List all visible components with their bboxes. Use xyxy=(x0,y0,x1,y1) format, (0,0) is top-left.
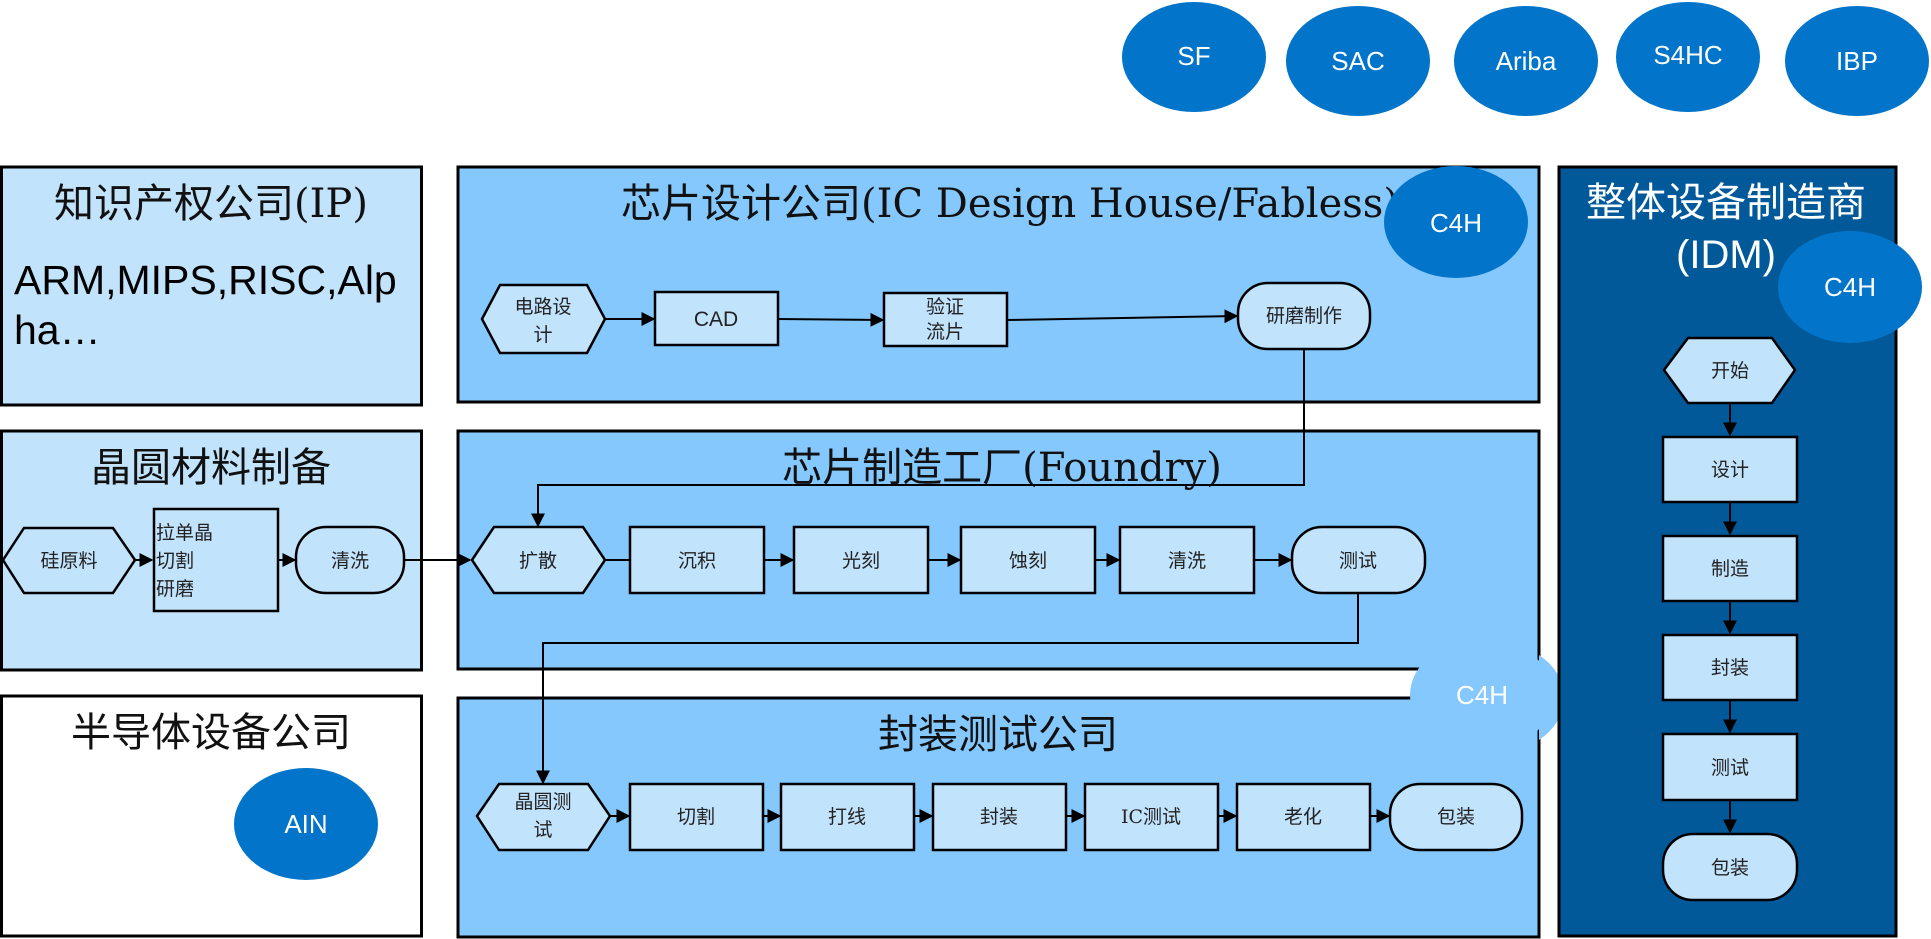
bubble-s4hc[interactable]: S4HC xyxy=(1616,2,1760,112)
idm-badge-label: C4H xyxy=(1824,272,1876,302)
wafer-step-crystal-label-3: 研磨 xyxy=(156,578,194,600)
wafer-step-silicon-raw-label: 硅原料 xyxy=(40,550,97,572)
bubble-ariba-label: Ariba xyxy=(1496,46,1557,76)
foundry-step-cleaning-label: 清洗 xyxy=(1168,550,1206,572)
packaging-step-packing-label: 包装 xyxy=(1437,806,1475,828)
design-step-circuit-design[interactable]: 电路设 计 xyxy=(480,283,607,355)
wafer-material-panel: 晶圆材料制备 硅原料 拉单晶 切割 研磨 清洗 xyxy=(0,429,423,672)
idm-step-packing-label: 包装 xyxy=(1711,857,1749,879)
wafer-step-cleaning-label: 清洗 xyxy=(331,550,369,572)
foundry-step-deposition[interactable]: 沉积 xyxy=(628,525,766,595)
ip-company-body-line1: ARM,MIPS,RISC,Alp xyxy=(14,257,397,303)
packaging-step-aging-label: 老化 xyxy=(1284,806,1322,828)
top-bubbles: SF SAC Ariba S4HC IBP xyxy=(1122,2,1929,116)
wafer-material-title: 晶圆材料制备 xyxy=(91,445,331,491)
semi-equipment-badge-label: AIN xyxy=(284,809,327,839)
design-house-badge-label: C4H xyxy=(1430,208,1482,238)
wafer-step-cleaning[interactable]: 清洗 xyxy=(294,525,406,595)
idm-panel: 整体设备制造商 (IDM) C4H 开始 设计 制造 封装 xyxy=(1557,165,1922,938)
semi-equipment-panel: 半导体设备公司 AIN xyxy=(0,694,423,938)
wafer-step-silicon-raw[interactable]: 硅原料 xyxy=(1,526,137,595)
idm-step-manufacturing-label: 制造 xyxy=(1711,558,1749,580)
foundry-packaging-badge-c4h[interactable]: C4H xyxy=(1410,639,1565,751)
design-house-badge-c4h[interactable]: C4H xyxy=(1384,166,1528,278)
bubble-sac[interactable]: SAC xyxy=(1286,6,1430,116)
idm-step-start-label: 开始 xyxy=(1711,360,1749,382)
wafer-step-crystal-label-2: 切割 xyxy=(156,550,194,572)
bubble-sf-label: SF xyxy=(1177,41,1210,71)
design-house-panel: 芯片设计公司(IC Design House/Fabless) 电路设 计 CA… xyxy=(456,165,1541,404)
packaging-step-encapsulation[interactable]: 封装 xyxy=(931,782,1068,852)
foundry-step-etching-label: 蚀刻 xyxy=(1009,550,1047,572)
foundry-step-cleaning[interactable]: 清洗 xyxy=(1118,525,1256,595)
packaging-step-wire-bonding-label: 打线 xyxy=(828,806,866,828)
foundry-step-deposition-label: 沉积 xyxy=(678,550,716,572)
connector xyxy=(1006,309,1239,324)
ip-company-panel: 知识产权公司(IP) ARM,MIPS,RISC,Alp ha… xyxy=(0,165,423,407)
design-step-cad[interactable]: CAD xyxy=(653,290,780,347)
bubble-ariba[interactable]: Ariba xyxy=(1454,6,1598,116)
design-step-circuit-design-label-1: 电路设 xyxy=(514,296,571,318)
design-step-verify-tapeout[interactable]: 验证 流片 xyxy=(882,291,1009,348)
foundry-step-diffusion-label: 扩散 xyxy=(519,550,557,572)
foundry-step-lithography-label: 光刻 xyxy=(842,550,880,572)
design-step-grinding[interactable]: 研磨制作 xyxy=(1236,281,1372,351)
idm-title-line2: (IDM) xyxy=(1676,233,1776,277)
idm-step-design[interactable]: 设计 xyxy=(1661,435,1799,504)
design-step-verify-label-1: 验证 xyxy=(926,296,964,318)
foundry-step-test[interactable]: 测试 xyxy=(1290,525,1427,595)
bubble-ibp[interactable]: IBP xyxy=(1785,6,1929,116)
idm-step-packaging[interactable]: 封装 xyxy=(1661,633,1799,702)
idm-step-start[interactable]: 开始 xyxy=(1662,336,1797,405)
idm-step-packing[interactable]: 包装 xyxy=(1661,832,1799,902)
design-step-verify-label-2: 流片 xyxy=(926,321,964,343)
design-step-grinding-label: 研磨制作 xyxy=(1266,305,1342,327)
packaging-step-ic-test-label: IC测试 xyxy=(1121,806,1181,828)
packaging-step-dicing[interactable]: 切割 xyxy=(628,782,765,852)
packaging-step-wafer-test-label-1: 晶圆测 xyxy=(514,791,571,813)
design-step-circuit-design-label-2: 计 xyxy=(533,324,552,346)
bubble-ibp-label: IBP xyxy=(1836,46,1878,76)
wafer-step-crystal-label-1: 拉单晶 xyxy=(156,522,213,544)
packaging-step-packing[interactable]: 包装 xyxy=(1388,782,1524,852)
idm-step-testing[interactable]: 测试 xyxy=(1661,732,1799,802)
ip-company-title: 知识产权公司(IP) xyxy=(54,181,368,227)
bubble-sf[interactable]: SF xyxy=(1122,2,1266,112)
packaging-step-aging[interactable]: 老化 xyxy=(1235,782,1372,852)
foundry-packaging-badge-label: C4H xyxy=(1456,680,1508,710)
foundry-step-diffusion[interactable]: 扩散 xyxy=(470,525,607,595)
ip-company-body-line2: ha… xyxy=(14,307,101,353)
packaging-step-dicing-label: 切割 xyxy=(677,806,715,828)
design-step-cad-label: CAD xyxy=(694,308,738,331)
design-house-title: 芯片设计公司(IC Design House/Fabless) xyxy=(621,181,1399,227)
idm-badge-c4h[interactable]: C4H xyxy=(1778,231,1922,343)
packaging-test-title: 封装测试公司 xyxy=(878,712,1118,758)
connector xyxy=(531,349,1305,528)
connector xyxy=(536,593,1359,785)
idm-step-manufacturing[interactable]: 制造 xyxy=(1661,534,1799,603)
wafer-step-crystal-cut-grind[interactable]: 拉单晶 切割 研磨 xyxy=(152,507,280,613)
packaging-test-panel: 封装测试公司 晶圆测 试 切割 打线 封装 IC测试 xyxy=(456,593,1541,939)
idm-title-line1: 整体设备制造商 xyxy=(1586,180,1866,226)
packaging-step-ic-test[interactable]: IC测试 xyxy=(1083,782,1220,852)
packaging-step-wafer-test-label-2: 试 xyxy=(533,819,552,841)
packaging-step-wire-bonding[interactable]: 打线 xyxy=(779,782,916,852)
foundry-title: 芯片制造工厂(Foundry) xyxy=(782,445,1222,491)
semi-equipment-badge-ain[interactable]: AIN xyxy=(234,768,378,880)
bubble-sac-label: SAC xyxy=(1331,46,1384,76)
semi-equipment-title: 半导体设备公司 xyxy=(71,710,351,756)
packaging-step-encapsulation-label: 封装 xyxy=(980,806,1018,828)
foundry-step-test-label: 测试 xyxy=(1339,550,1377,572)
idm-step-testing-label: 测试 xyxy=(1711,757,1749,779)
foundry-step-etching[interactable]: 蚀刻 xyxy=(959,525,1097,595)
idm-step-design-label: 设计 xyxy=(1711,459,1749,481)
bubble-s4hc-label: S4HC xyxy=(1653,40,1722,70)
idm-step-packaging-label: 封装 xyxy=(1711,657,1749,679)
connector xyxy=(777,312,885,327)
packaging-step-wafer-test[interactable]: 晶圆测 试 xyxy=(475,782,612,852)
foundry-step-lithography[interactable]: 光刻 xyxy=(792,525,930,595)
